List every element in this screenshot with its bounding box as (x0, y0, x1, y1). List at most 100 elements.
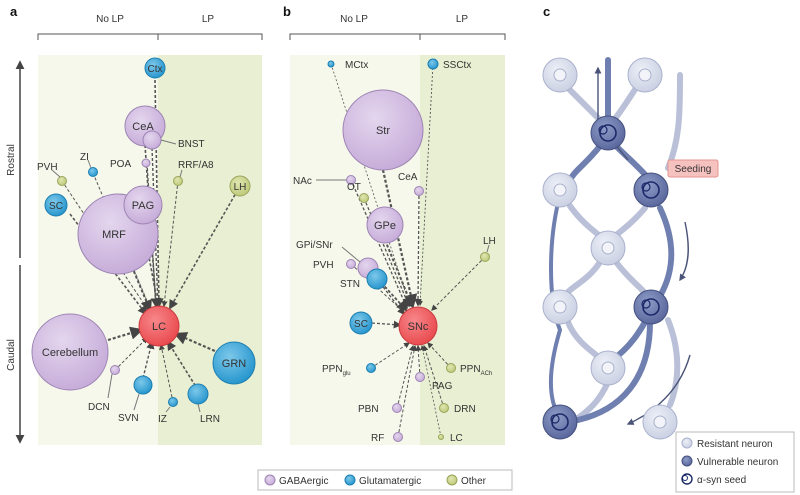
node-zi-label: ZI (80, 152, 89, 163)
node-ot-label: OT (347, 182, 361, 193)
edge-nac-snc (350, 179, 409, 310)
node-pag (123, 185, 163, 225)
node-pvh-b (346, 259, 356, 269)
panel-a-lp-header: LP (202, 14, 215, 25)
legend-resistant-swatch (681, 437, 693, 449)
node-ctx (144, 57, 166, 79)
node-lrn (187, 383, 209, 405)
node-pag-b-label: PAG (432, 381, 453, 392)
edge-cea-snc (414, 190, 422, 307)
edge-lh-snc (431, 256, 486, 311)
resistant-nucleus-2 (638, 68, 652, 82)
node-zi (88, 167, 98, 177)
panel-b-lp-header: LP (456, 14, 469, 25)
node-cerebellum-label: Cerebellum (42, 347, 98, 359)
panel-b-lp-region (420, 55, 505, 445)
vulnerable-neuron-2 (633, 172, 669, 208)
resistant-nucleus-5 (553, 300, 567, 314)
node-snc-target (398, 306, 438, 346)
axon-r4-to-r5 (565, 259, 603, 295)
resistant-nucleus-3 (553, 183, 567, 197)
node-lrn-label: LRN (200, 414, 220, 425)
resistant-neurons (542, 57, 678, 440)
node-gpi-leader (341, 246, 361, 263)
node-lc-label: LC (152, 321, 166, 333)
node-ot (359, 193, 369, 203)
legend-other-label: Other (461, 476, 487, 487)
axon-v2-to-v3 (657, 205, 675, 299)
legend-seed-label: α-syn seed (697, 475, 746, 486)
node-str-label: Str (376, 125, 390, 137)
node-lrn-leader (197, 403, 201, 413)
edge-ppnglu-snc (370, 342, 411, 369)
seeding-badge (667, 159, 719, 178)
legend-box (257, 469, 513, 491)
node-lh-b (480, 252, 490, 262)
panel-c: c (530, 4, 795, 493)
node-pvh (57, 176, 67, 186)
edge-pag-snc (415, 344, 422, 378)
node-nac (346, 175, 356, 185)
node-iz-leader (165, 406, 171, 413)
node-rrf-leader (179, 169, 183, 178)
node-rrf (173, 176, 183, 186)
node-lh-b-leader (486, 244, 490, 253)
node-poa (141, 158, 151, 168)
axon-v3-to-v4 (575, 319, 653, 423)
legend-gaba-label: GABAergic (279, 476, 328, 487)
node-sc-b-label: SC (354, 319, 368, 330)
node-lh (229, 175, 251, 197)
node-pvh-b-label: PVH (313, 260, 334, 271)
edge-pag-lc (142, 223, 162, 308)
edge-lrn-lc (166, 340, 199, 391)
node-stn (366, 268, 388, 290)
node-dcn (110, 365, 120, 375)
node-svn-leader (133, 393, 140, 411)
seeding-badge-label: Seeding (675, 164, 712, 175)
vulnerable-neurons (542, 115, 669, 440)
node-rf-label: RF (371, 433, 384, 444)
node-gpe-label: GPe (374, 220, 396, 232)
edge-mctx-snc (330, 63, 412, 307)
panel-b-no-lp-bracket (289, 33, 421, 40)
resistant-nucleus-4 (601, 241, 615, 255)
panel-a-letter: a (10, 4, 18, 19)
node-iz-label: IZ (158, 414, 167, 425)
rostral-label: Rostral (6, 144, 17, 176)
node-zi-leader (87, 159, 92, 169)
legend-gaba-swatch (264, 474, 276, 486)
node-lh-b-label: LH (483, 236, 496, 247)
node-pag-b (415, 372, 425, 382)
node-grn-label: GRN (222, 358, 247, 370)
edge-rf-snc (397, 344, 418, 438)
syn-seed-1b (598, 125, 608, 135)
panel-a-no-lp-header: No LP (96, 14, 124, 25)
edge-mrf-lc (129, 261, 152, 313)
node-str (342, 89, 424, 171)
panel-a: a No LP LP Rostral Caudal (6, 4, 263, 445)
edge-cerebellum-lc (107, 326, 144, 342)
node-ppnach (446, 363, 456, 373)
vulnerable-neuron-4 (542, 404, 578, 440)
legend-vulnerable-swatch (681, 455, 693, 467)
node-sc-b (349, 311, 373, 335)
node-rf (393, 432, 403, 442)
node-pbn (392, 403, 402, 413)
node-stn-label: STN (340, 279, 360, 290)
node-gpi-label: GPi/SNr (296, 240, 333, 251)
panel-b-no-lp-header: No LP (340, 14, 368, 25)
edge-ssctx-snc (417, 63, 434, 307)
axon-v3-to-r7 (665, 317, 681, 408)
node-rrf-label: RRF/A8 (178, 160, 214, 171)
legend-seed-swatch (681, 473, 693, 485)
axon-r4-to-v3 (613, 259, 647, 295)
legend-vulnerable-label: Vulnerable neuron (697, 457, 778, 468)
legend-glut-label: Glutamatergic (359, 476, 421, 487)
panel-a-lp-region (158, 55, 262, 445)
edge-ppnach-snc (427, 342, 452, 369)
edge-dcn-lc (114, 337, 148, 371)
node-sc-label: SC (49, 201, 63, 212)
panel-b-letter: b (283, 4, 291, 19)
node-pbn-label: PBN (358, 404, 379, 415)
